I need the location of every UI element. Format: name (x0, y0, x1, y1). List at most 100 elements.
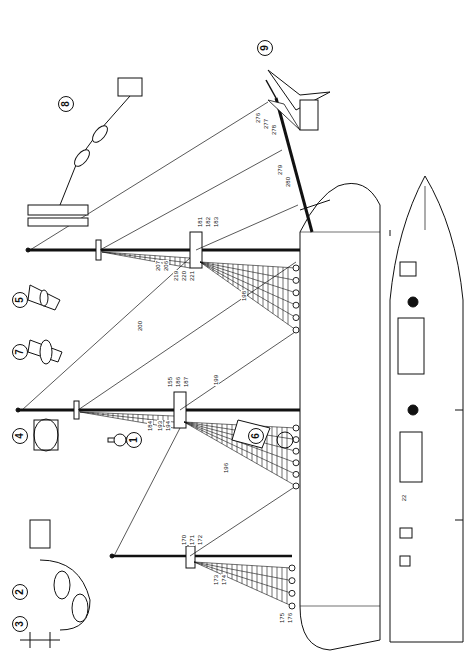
rope (120, 253, 121, 255)
rope (272, 427, 273, 473)
callout-number: 198 (241, 290, 247, 302)
stays (22, 102, 298, 556)
detail-number-text: 8 (61, 101, 71, 107)
rope (200, 262, 296, 318)
detail-number: 6 (248, 428, 264, 444)
rope (88, 412, 89, 413)
rope (277, 427, 278, 475)
callout-number: 173 (213, 574, 219, 586)
callout-number: 206 (163, 260, 169, 272)
rope (135, 254, 136, 258)
rope (138, 414, 139, 421)
detail-number: 5 (12, 292, 28, 308)
rope (278, 267, 279, 317)
rope (93, 413, 94, 415)
rope (150, 255, 151, 260)
callout-number: 279 (277, 164, 283, 176)
deadeye (293, 265, 299, 271)
detail-number: 7 (12, 344, 28, 360)
callout-number: 220 (181, 270, 187, 282)
rope (115, 253, 116, 254)
rope (272, 567, 273, 597)
rope (252, 566, 253, 588)
callout-number: 221 (189, 270, 195, 282)
rope (273, 267, 274, 314)
deadeye (293, 437, 299, 443)
rope (180, 257, 181, 266)
callout-number: 22 (401, 494, 407, 503)
rope (102, 252, 190, 268)
detail-number: 9 (257, 40, 273, 56)
rope (118, 414, 119, 419)
rope (133, 414, 134, 421)
rope (98, 413, 99, 415)
detail-number-text: 6 (251, 433, 261, 439)
rope (243, 265, 244, 293)
rope (228, 264, 229, 282)
detail-figures (20, 70, 330, 648)
detail-number-text: 3 (15, 621, 25, 627)
callout-number: 181 (197, 216, 203, 228)
rope (202, 562, 203, 565)
callout-number: 193 (157, 420, 163, 432)
rope (237, 565, 238, 582)
rope (232, 425, 233, 450)
rope (217, 424, 218, 441)
rope (277, 567, 278, 599)
rope (257, 566, 258, 590)
rope (247, 565, 248, 586)
rope (222, 424, 223, 444)
callout-number: 277 (263, 118, 269, 130)
rope (175, 257, 176, 265)
rope (227, 424, 228, 446)
deadeye (293, 277, 299, 283)
deadeye (289, 578, 295, 584)
rope (192, 422, 193, 426)
rope (110, 252, 111, 254)
rope (263, 266, 264, 307)
rope (200, 262, 296, 330)
callout-number: 182 (205, 216, 211, 228)
rope (123, 414, 124, 419)
detail-number: 4 (12, 428, 28, 444)
rope (128, 414, 129, 420)
rope (80, 412, 174, 416)
deadeye (293, 327, 299, 333)
callout-number: 186 (175, 376, 181, 388)
rope (143, 415, 144, 423)
deadeye (293, 425, 299, 431)
rope (253, 265, 254, 299)
rope (102, 252, 190, 263)
rope (130, 254, 131, 257)
callout-number: 176 (287, 612, 293, 624)
detail-number: 1 (126, 432, 142, 448)
rope (103, 413, 104, 416)
rope (213, 263, 214, 271)
callout-number: 155 (167, 376, 173, 388)
rope (242, 565, 243, 584)
rope (268, 266, 269, 310)
callout-number: 172 (197, 534, 203, 546)
rope (113, 413, 114, 417)
callout-number: 175 (279, 612, 285, 624)
hull (300, 183, 380, 650)
deadeye (293, 483, 299, 489)
rope (248, 265, 249, 296)
rope (197, 423, 198, 430)
rope (125, 254, 126, 257)
callout-number: 187 (183, 376, 189, 388)
deadeye (289, 565, 295, 571)
rope (258, 266, 259, 303)
rope (208, 263, 209, 268)
shrouds (80, 252, 299, 609)
detail-number-text: 7 (15, 349, 25, 355)
rope (232, 564, 233, 579)
callout-number: 196 (223, 462, 229, 474)
masts (16, 232, 300, 568)
rope (282, 567, 283, 601)
rope (200, 262, 296, 305)
detail-number: 3 (12, 616, 28, 632)
rope (207, 423, 208, 435)
rope (222, 564, 223, 575)
